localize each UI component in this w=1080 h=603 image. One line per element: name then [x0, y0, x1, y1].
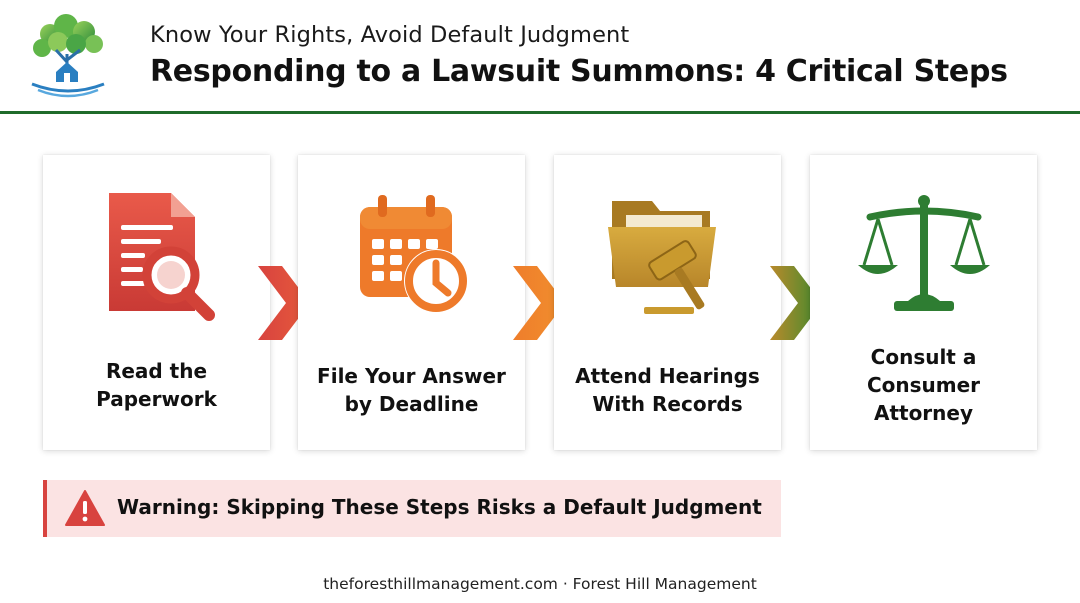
header-subtitle: Know Your Rights, Avoid Default Judgment	[150, 22, 630, 48]
folder-gavel-icon	[607, 201, 716, 314]
warning-banner: Warning: Skipping These Steps Risks a De…	[43, 480, 781, 537]
page-title: Responding to a Lawsuit Summons: 4 Criti…	[150, 54, 1008, 89]
tree-house-logo-icon	[31, 14, 105, 98]
scales-of-justice-icon	[857, 195, 990, 311]
warning-triangle-icon	[65, 490, 105, 526]
step-label: Consult a Consumer Attorney	[866, 345, 981, 425]
header-divider	[0, 111, 1080, 114]
footer-credit: theforesthillmanagement.com · Forest Hil…	[323, 575, 757, 593]
document-search-icon	[108, 193, 215, 321]
step-card-file-answer: File Your Answer by Deadline	[298, 155, 525, 450]
step-card-consult-attorney: Consult a Consumer Attorney	[810, 155, 1037, 450]
calendar-clock-icon	[359, 195, 468, 313]
step-card-read-paperwork: Read the Paperwork	[43, 155, 270, 450]
step-card-attend-hearings: Attend Hearings With Records	[554, 155, 781, 450]
step-label: File Your Answer by Deadline	[317, 364, 506, 416]
header: Know Your Rights, Avoid Default Judgment…	[0, 0, 1080, 112]
step-label: Attend Hearings With Records	[575, 364, 760, 416]
warning-text: Warning: Skipping These Steps Risks a De…	[117, 495, 762, 519]
step-label: Read the Paperwork	[96, 359, 217, 411]
